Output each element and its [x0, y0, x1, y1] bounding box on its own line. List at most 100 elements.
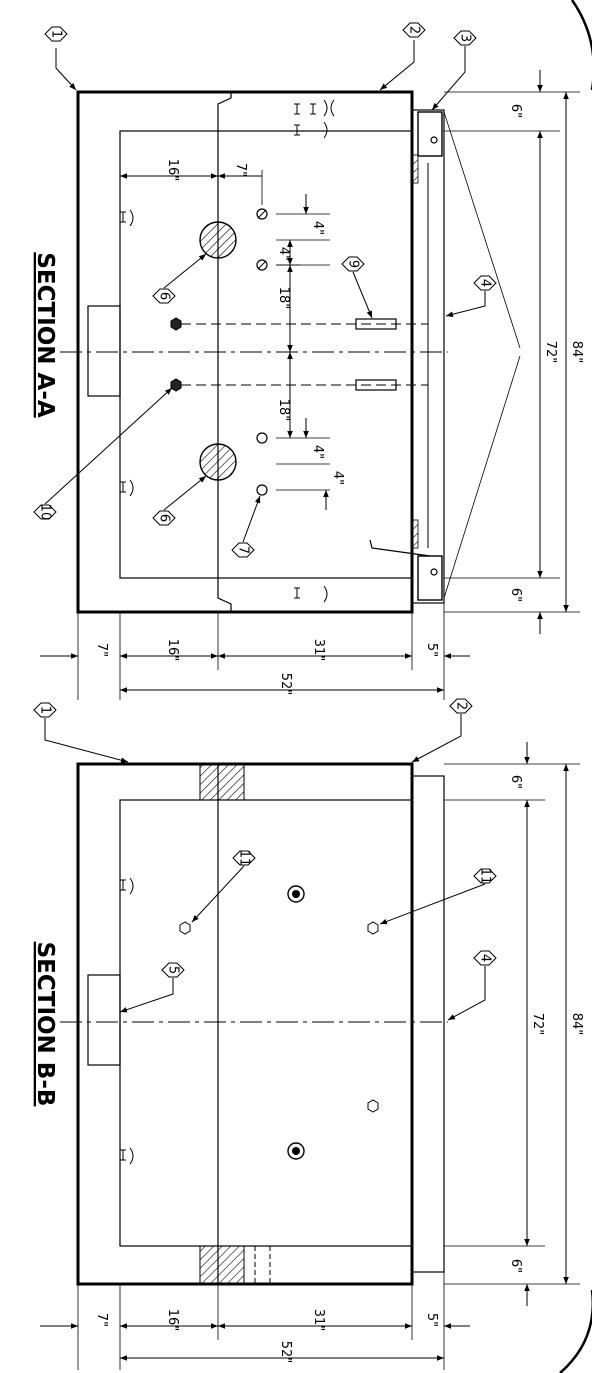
section-a-space-18b-label: 18": [276, 399, 291, 422]
callout-b11b-label: 11: [478, 868, 493, 885]
callout-1-hex: [44, 26, 68, 42]
callout-6a-hex: [152, 288, 176, 304]
section-a-base-hatch-bottom: [411, 519, 419, 549]
section-b-dim-5-label: 5": [424, 1313, 439, 1327]
section-b: SECTION B-B 84" 72": [32, 698, 584, 1370]
callout-9-hex: [341, 256, 365, 272]
section-a-callouts: [33, 22, 497, 558]
section-a-top-connector: [87, 305, 121, 397]
section-b-flange-bottom: [199, 1245, 245, 1285]
callout-6b-hex: [152, 510, 176, 526]
section-a-lever: [369, 539, 431, 557]
section-b-inner-chamber: [119, 799, 413, 1247]
callout-6a-label: 6: [157, 292, 172, 300]
section-b-dim-31-label: 31": [311, 1309, 326, 1332]
callout-b11b-hex: [473, 868, 497, 884]
callout-3-label: 3: [458, 34, 473, 42]
callout-b11a-label: 11: [237, 850, 252, 867]
section-a-nut-top: [170, 317, 182, 331]
edge-arc-bottom: [559, 1290, 592, 1373]
callout-7-hex: [231, 542, 255, 558]
section-b-dim-7-label: 7": [94, 1313, 109, 1327]
section-a: SECTION A-A: [32, 22, 584, 700]
section-b-nut-2: [367, 921, 379, 935]
section-b-flange-top: [199, 763, 245, 801]
callout-3-hex: [453, 30, 477, 46]
section-a-pipe-top: [199, 221, 237, 259]
section-b-target-2: [287, 1142, 305, 1160]
section-a-hole-4: [256, 484, 268, 496]
callout-b1-hex: [33, 702, 57, 718]
section-a-title: SECTION A-A: [32, 252, 58, 418]
section-a-dim-7-label: 7": [94, 643, 109, 657]
callout-6b-label: 6: [157, 514, 172, 522]
callout-b2-label: 2: [454, 702, 469, 710]
section-b-clip-symbols: [120, 877, 134, 1165]
section-a-dim-5-label: 5": [424, 643, 439, 657]
section-a-space-4b-label: 4": [276, 247, 291, 261]
section-a-space-18a-label: 18": [276, 287, 291, 310]
section-b-callout-labels: 1 2 4 5 11 11: [38, 702, 493, 974]
section-b-callouts: [33, 698, 497, 978]
section-b-leaders: [44, 714, 486, 1021]
edge-arc: [570, 0, 592, 90]
section-a-stud-top: [355, 318, 397, 330]
callout-b4-hex: [473, 950, 497, 966]
section-b-dim-16-label: 16": [165, 1309, 180, 1332]
section-a-bracket-bottom: [417, 555, 443, 601]
section-b-top-connector: [87, 974, 121, 1066]
section-a-callout-labels: 1 2 3 4 6 6 7 9 10: [38, 26, 493, 554]
section-a-dim-6-top: 6": [508, 104, 523, 118]
section-a-hole-2: [256, 259, 268, 271]
section-b-dim-84-label: 84": [569, 1013, 584, 1036]
section-a-hole-3: [256, 432, 268, 444]
section-b-base-strip: [411, 775, 445, 1273]
section-b-target-1: [287, 885, 305, 903]
section-b-target-2-dot: [292, 1147, 300, 1155]
callout-9-label: 9: [346, 260, 361, 268]
section-a-72-leader-b: [443, 355, 521, 599]
callout-1-label: 1: [49, 30, 64, 38]
section-a-dim-inner-7-label: 7": [233, 163, 248, 177]
callout-7-label: 7: [236, 546, 251, 554]
section-b-nut-3: [367, 1099, 379, 1113]
section-a-dim-52-label: 52": [278, 673, 293, 696]
section-b-target-1-dot: [292, 890, 300, 898]
section-b-title: SECTION B-B: [32, 942, 58, 1107]
section-b-dim-52-label: 52": [278, 1341, 293, 1364]
callout-b4-label: 4: [478, 954, 493, 962]
section-b-nut-1: [179, 921, 191, 935]
callout-4-hex: [473, 275, 497, 291]
section-a-base-hatch-top: [411, 154, 419, 184]
section-b-outer-frame: [76, 762, 414, 1286]
section-b-dim-6-bottom: 6": [508, 1259, 523, 1273]
callout-b5-label: 5: [166, 966, 181, 974]
callout-4-label: 4: [478, 279, 493, 287]
callout-b11a-hex: [232, 850, 256, 866]
section-a-dim-6-bottom: 6": [508, 588, 523, 602]
section-a-dim-72-label: 72": [543, 341, 558, 364]
section-a-interface-line: [217, 92, 232, 612]
callout-2-label: 2: [407, 26, 422, 34]
section-a-dim-84-label: 84": [569, 341, 584, 364]
section-a-bracket-top: [417, 111, 443, 157]
section-a-space-4d-label: 4": [330, 471, 345, 485]
section-a-base-strip: [411, 109, 445, 604]
section-a-space-4c-label: 4": [310, 445, 325, 459]
callout-b2-hex: [449, 698, 473, 714]
section-b-dim-6-top: 6": [508, 775, 523, 789]
callout-b5-hex: [161, 962, 185, 978]
section-b-dim-72-label: 72": [530, 1013, 545, 1036]
section-a-stud-bottom: [355, 379, 397, 391]
section-a-hole-1: [256, 208, 268, 220]
section-a-dim-inner-16-label: 16": [165, 159, 180, 182]
callout-10-label: 10: [38, 504, 53, 521]
section-a-72-leader-a: [443, 111, 521, 349]
callout-2-hex: [402, 22, 426, 38]
callout-b1-label: 1: [38, 706, 53, 714]
section-a-hole-1-slash: [257, 209, 267, 219]
section-a-dim-31-label: 31": [311, 639, 326, 662]
section-a-space-4a-label: 4": [310, 221, 325, 235]
section-a-nut-bottom: [170, 378, 182, 392]
